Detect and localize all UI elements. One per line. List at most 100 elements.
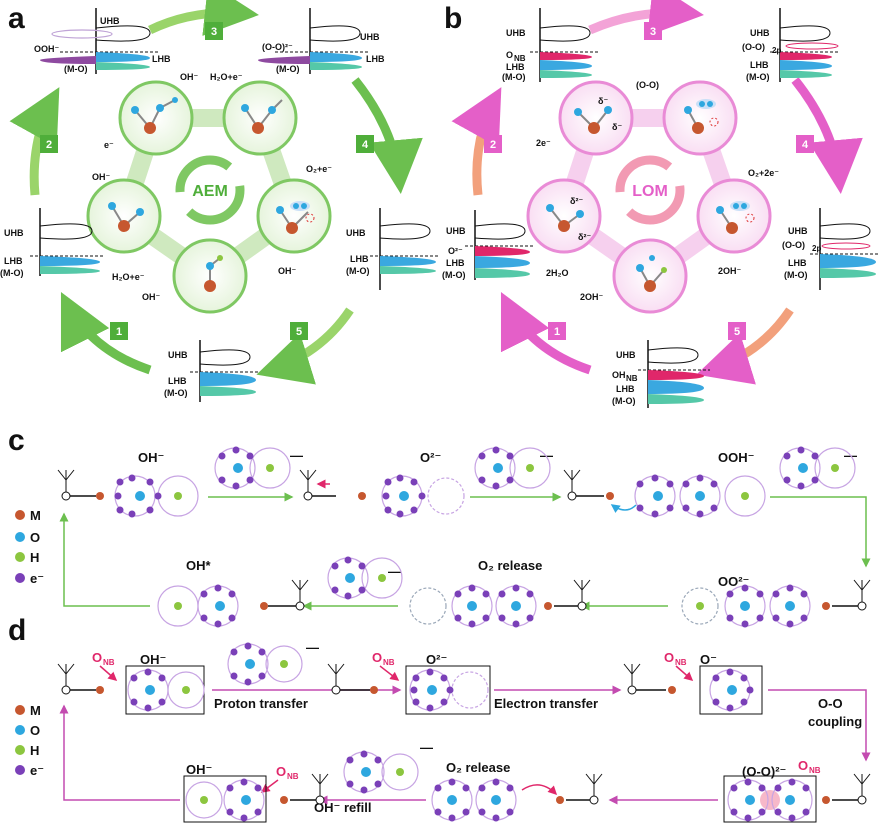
orbital-cluster	[610, 474, 766, 518]
metal-atom	[252, 122, 264, 134]
svg-text:(M-O): (M-O)	[746, 72, 770, 82]
step-badge-5: 5	[728, 322, 746, 340]
metal-site-glyph	[327, 663, 400, 695]
state-label: OH*	[186, 558, 212, 573]
orbital-cluster	[327, 556, 403, 600]
legend-electron-dot	[15, 765, 25, 775]
process-label: Electron transfer	[494, 696, 598, 711]
dos-diagram: UHB LHB (M-O)	[0, 208, 105, 278]
svg-text:LHB: LHB	[350, 254, 369, 264]
dos-diagram: UHB LHB (M-O)	[164, 340, 260, 402]
legend-hydrogen-dot	[15, 745, 25, 755]
lom-pentagon: δ⁻ δ⁻ δ²⁻ δ²⁻ LOM	[526, 80, 772, 314]
svg-text:3: 3	[650, 26, 656, 38]
panel-label-c: c	[8, 424, 25, 457]
aem-pentagon: AEM	[86, 80, 332, 314]
metal-atom	[144, 122, 156, 134]
dos-diagram: UHB LHB (M-O)	[346, 208, 440, 290]
flow-arrow	[59, 512, 150, 607]
reaction-label: H₂O+e⁻	[210, 72, 243, 82]
metal-site-glyph	[260, 579, 309, 611]
svg-text:1: 1	[116, 326, 122, 338]
svg-text:O: O	[506, 50, 513, 60]
cycle-arrow-3	[148, 0, 259, 36]
svg-text:UHB: UHB	[750, 28, 770, 38]
step-badge-3: 3	[205, 22, 223, 40]
metal-site-glyph	[299, 469, 366, 501]
svg-text:UHB: UHB	[616, 350, 636, 360]
legend-metal-dot	[15, 510, 25, 520]
legend-label: e⁻	[30, 763, 44, 778]
svg-text:LHB: LHB	[168, 376, 187, 386]
svg-text:UHB: UHB	[788, 226, 808, 236]
legend-hydrogen-dot	[15, 552, 25, 562]
process-label: Proton transfer	[214, 696, 308, 711]
step-badge-1: 1	[548, 322, 566, 340]
svg-text:UHB: UHB	[4, 228, 24, 238]
step-badge-4: 4	[356, 135, 374, 153]
state-label: O₂ release	[446, 760, 510, 775]
svg-text:(O-O)²⁻: (O-O)²⁻	[262, 42, 293, 52]
reaction-label: 2OH⁻	[580, 292, 604, 302]
panel-a-aem-cycle: 3 4 5 1 2	[0, 0, 440, 402]
cycle-arrow-1	[60, 291, 152, 375]
svg-text:UHB: UHB	[100, 16, 120, 26]
legend-label: M	[30, 508, 41, 523]
legend-oxygen-dot	[15, 532, 25, 542]
minus-sign: —	[420, 740, 433, 755]
cycle-arrow-4	[351, 77, 423, 194]
svg-text:2p: 2p	[812, 244, 821, 253]
orbital-cluster	[157, 584, 239, 628]
legend-label: e⁻	[30, 571, 44, 586]
legend-label: M	[30, 703, 41, 718]
reaction-label: OH⁻	[92, 172, 111, 182]
orbital-cluster	[114, 474, 199, 518]
orbital-cluster	[125, 665, 205, 715]
svg-text:3: 3	[211, 26, 217, 38]
svg-text:(M-O): (M-O)	[442, 270, 466, 280]
svg-text:(M-O): (M-O)	[164, 388, 188, 398]
reaction-label: 2e⁻	[536, 138, 551, 148]
reaction-label: OH⁻	[142, 292, 161, 302]
svg-text:UHB: UHB	[360, 32, 380, 42]
state-label: O²⁻	[420, 450, 441, 465]
lom-state-circle	[558, 80, 634, 156]
svg-text:LHB: LHB	[506, 62, 525, 72]
oo2p-label: (O-O)2p	[742, 42, 781, 55]
orbital-cluster	[214, 446, 291, 490]
orbital-cluster	[723, 775, 817, 823]
lom-state-circle	[662, 80, 738, 156]
orbital-cluster	[405, 665, 491, 715]
reaction-label: O₂+2e⁻	[748, 168, 779, 178]
svg-text:5: 5	[296, 326, 302, 338]
oo2p-label: (O-O) 2p	[782, 240, 821, 253]
lom-state-circle	[526, 178, 602, 254]
reaction-label: 2H₂O	[546, 268, 569, 278]
metal-site-glyph	[57, 663, 118, 695]
state-label: OOH⁻	[718, 450, 754, 465]
minus-sign: —	[306, 640, 319, 655]
reaction-label: (O-O)	[636, 80, 659, 90]
metal-site-glyph	[623, 663, 694, 695]
orbital-cluster	[381, 474, 465, 518]
legend-label: O	[30, 723, 40, 738]
state-label: OH⁻	[138, 450, 164, 465]
orbital-cluster	[343, 750, 419, 794]
legend-label: H	[30, 550, 39, 565]
minus-sign: —	[540, 448, 553, 463]
legend-d: M O H e⁻	[15, 703, 44, 778]
cycle-arrow-5	[256, 307, 354, 385]
svg-text:(O-O): (O-O)	[782, 240, 805, 250]
svg-text:5: 5	[734, 326, 740, 338]
state-label: OH⁻	[186, 762, 212, 777]
cycle-arrow-5	[696, 307, 794, 385]
step-badge-3: 3	[644, 22, 662, 40]
svg-text:(M-O): (M-O)	[502, 72, 526, 82]
panel-c-aem-orbital-scheme: OH⁻ O²⁻ OOH⁻ OH* O₂ release OO²⁻ — — — —	[57, 446, 871, 628]
reaction-label: O₂+e⁻	[306, 164, 332, 174]
step-badge-2: 2	[484, 135, 502, 153]
